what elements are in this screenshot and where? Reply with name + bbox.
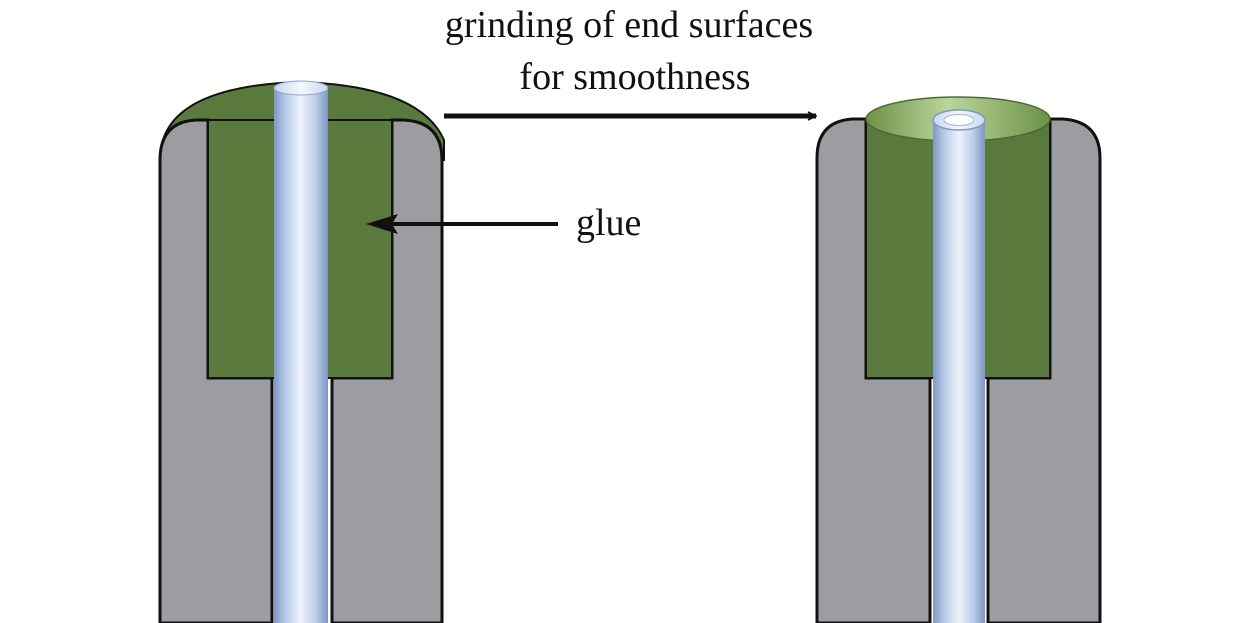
- optical-fiber-left: [273, 80, 329, 623]
- ferrule-left: [158, 80, 445, 623]
- process-label-line2: for smoothness: [519, 56, 750, 98]
- glue-label: glue: [576, 202, 641, 244]
- glue-pointer-arrow: [366, 214, 558, 234]
- process-label-line1: grinding of end surfaces: [445, 4, 813, 46]
- ferrule-right: [815, 96, 1102, 623]
- optical-fiber-right: [932, 109, 986, 623]
